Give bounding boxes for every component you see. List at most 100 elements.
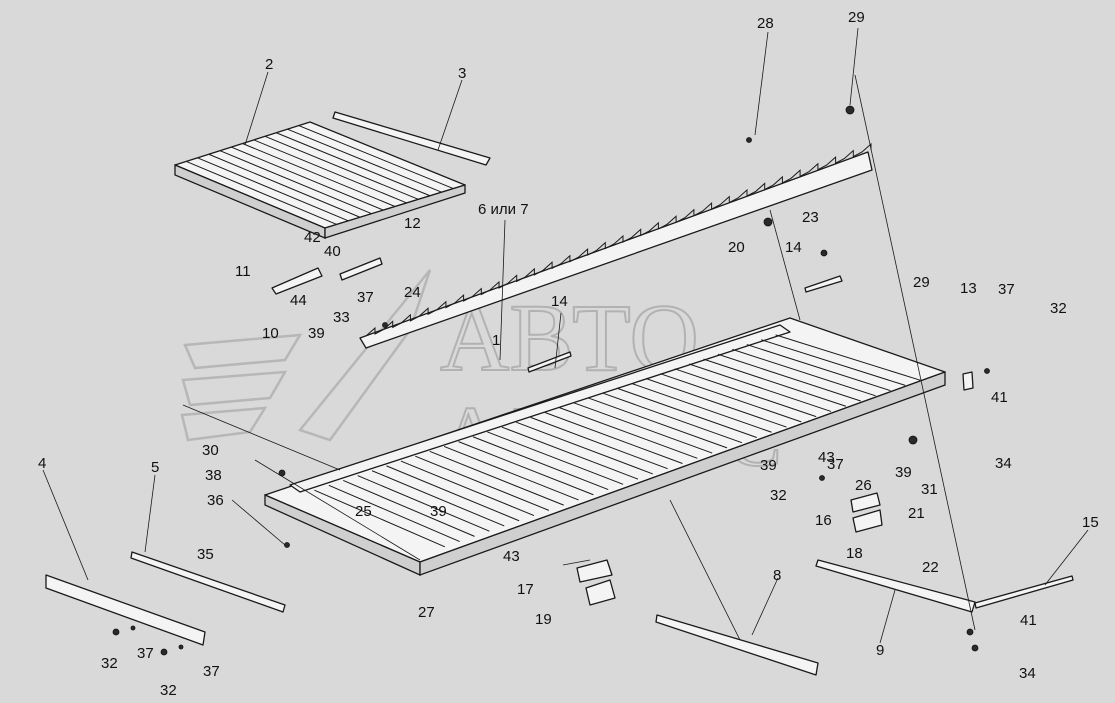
- leader-lines: [42, 27, 1089, 644]
- rod-part-15: [974, 575, 1074, 609]
- callout-40: 40: [324, 243, 341, 260]
- callout-17: 17: [517, 581, 534, 598]
- callout-18: 18: [846, 545, 863, 562]
- plate-part-5: [130, 551, 286, 613]
- bar-teeth: [365, 142, 872, 337]
- callout-29-top: 29: [848, 9, 865, 26]
- callout-34-b: 34: [1019, 665, 1036, 682]
- frame-slat: [515, 421, 653, 475]
- callout-8: 8: [773, 567, 781, 584]
- callout-12: 12: [404, 215, 421, 232]
- panel-slat: [197, 157, 349, 222]
- callout-25: 25: [355, 503, 372, 520]
- hinge-part-10: [271, 267, 323, 295]
- panel-slat: [253, 139, 407, 204]
- frame-slat: [443, 446, 579, 501]
- frame-slat: [660, 373, 802, 423]
- block-part-17: [576, 559, 613, 583]
- panel-slat: [276, 132, 431, 197]
- callout-22: 22: [922, 559, 939, 576]
- callout-16: 16: [815, 512, 832, 529]
- callout-26: 26: [855, 477, 872, 494]
- panel-slat: [219, 150, 372, 215]
- frame-slat: [343, 479, 475, 537]
- callout-15: 15: [1082, 514, 1099, 531]
- callout-9: 9: [876, 642, 884, 659]
- toothed-bar: [359, 142, 873, 349]
- frame-slat: [761, 339, 906, 386]
- callout-24: 24: [404, 284, 421, 301]
- callout-19: 19: [535, 611, 552, 628]
- callout-30: 30: [202, 442, 219, 459]
- strip-part-3: [332, 111, 491, 166]
- callout-36: 36: [207, 492, 224, 509]
- callout-34-a: 34: [995, 455, 1012, 472]
- callout-43-a: 43: [818, 449, 835, 466]
- panel-slat: [264, 135, 419, 200]
- plate-part-13: [962, 371, 974, 391]
- frame-slat: [775, 334, 921, 381]
- callout-3: 3: [458, 65, 466, 82]
- callout-29-right: 29: [913, 274, 930, 291]
- frame-slat: [458, 441, 594, 496]
- callout-44: 44: [290, 292, 307, 309]
- callout-14-left: 14: [551, 293, 568, 310]
- frame-slat: [400, 460, 535, 517]
- frame-slat: [501, 426, 639, 480]
- panel-slat: [186, 160, 337, 225]
- frame-slat: [371, 470, 505, 527]
- callout-37-d: 37: [137, 645, 154, 662]
- callout-10: 10: [262, 325, 279, 342]
- callout-32-a: 32: [101, 655, 118, 672]
- callout-27: 27: [418, 604, 435, 621]
- callout-23: 23: [802, 209, 819, 226]
- frame-slat: [544, 412, 683, 464]
- angle-bar-part-4: [45, 574, 206, 646]
- bar-part-12: [339, 257, 383, 281]
- panel-slat: [231, 146, 384, 211]
- callout-42: 42: [304, 229, 321, 246]
- frame-slat: [314, 489, 446, 548]
- callout-38: 38: [205, 467, 222, 484]
- callout-39-c: 39: [760, 457, 777, 474]
- panel-slat: [208, 153, 361, 218]
- callout-31: 31: [921, 481, 938, 498]
- callout-6-or-7: 6 или 7: [478, 201, 529, 218]
- frame-slat: [559, 407, 698, 459]
- callout-32-c: 32: [770, 487, 787, 504]
- callout-39-b: 39: [430, 503, 447, 520]
- callout-37-b: 37: [998, 281, 1015, 298]
- callout-37-e: 37: [203, 663, 220, 680]
- frame-slat: [732, 348, 876, 397]
- frame-slat: [429, 450, 564, 506]
- block-part-16: [850, 492, 881, 513]
- panel-slat: [287, 128, 442, 193]
- callout-37-a: 37: [357, 289, 374, 306]
- callout-39-a: 39: [308, 325, 325, 342]
- frame-slat: [472, 436, 609, 490]
- callout-33: 33: [333, 309, 350, 326]
- block-part-18: [852, 509, 883, 533]
- frame-slat: [717, 353, 861, 402]
- frame-slat: [415, 455, 550, 511]
- block-part-19: [585, 579, 616, 606]
- callout-28: 28: [757, 15, 774, 32]
- frame-slat: [487, 431, 624, 485]
- callout-2: 2: [265, 56, 273, 73]
- upper-grid-panel: [174, 121, 466, 239]
- callout-labels: 2 3 4 5 6 или 7 1 8 9 10 11 12 13 14 14 …: [38, 9, 1099, 699]
- callout-39-d: 39: [895, 464, 912, 481]
- angle-bar-part-8: [655, 614, 819, 676]
- callout-32-d: 32: [1050, 300, 1067, 317]
- callout-13: 13: [960, 280, 977, 297]
- callout-41-a: 41: [991, 389, 1008, 406]
- main-frame: [264, 317, 946, 577]
- callout-32-b: 32: [160, 682, 177, 699]
- panel-slat: [242, 143, 396, 207]
- callout-35: 35: [197, 546, 214, 563]
- frame-slat: [328, 484, 460, 543]
- callout-43-b: 43: [503, 548, 520, 565]
- callout-1: 1: [492, 332, 500, 349]
- callout-21: 21: [908, 505, 925, 522]
